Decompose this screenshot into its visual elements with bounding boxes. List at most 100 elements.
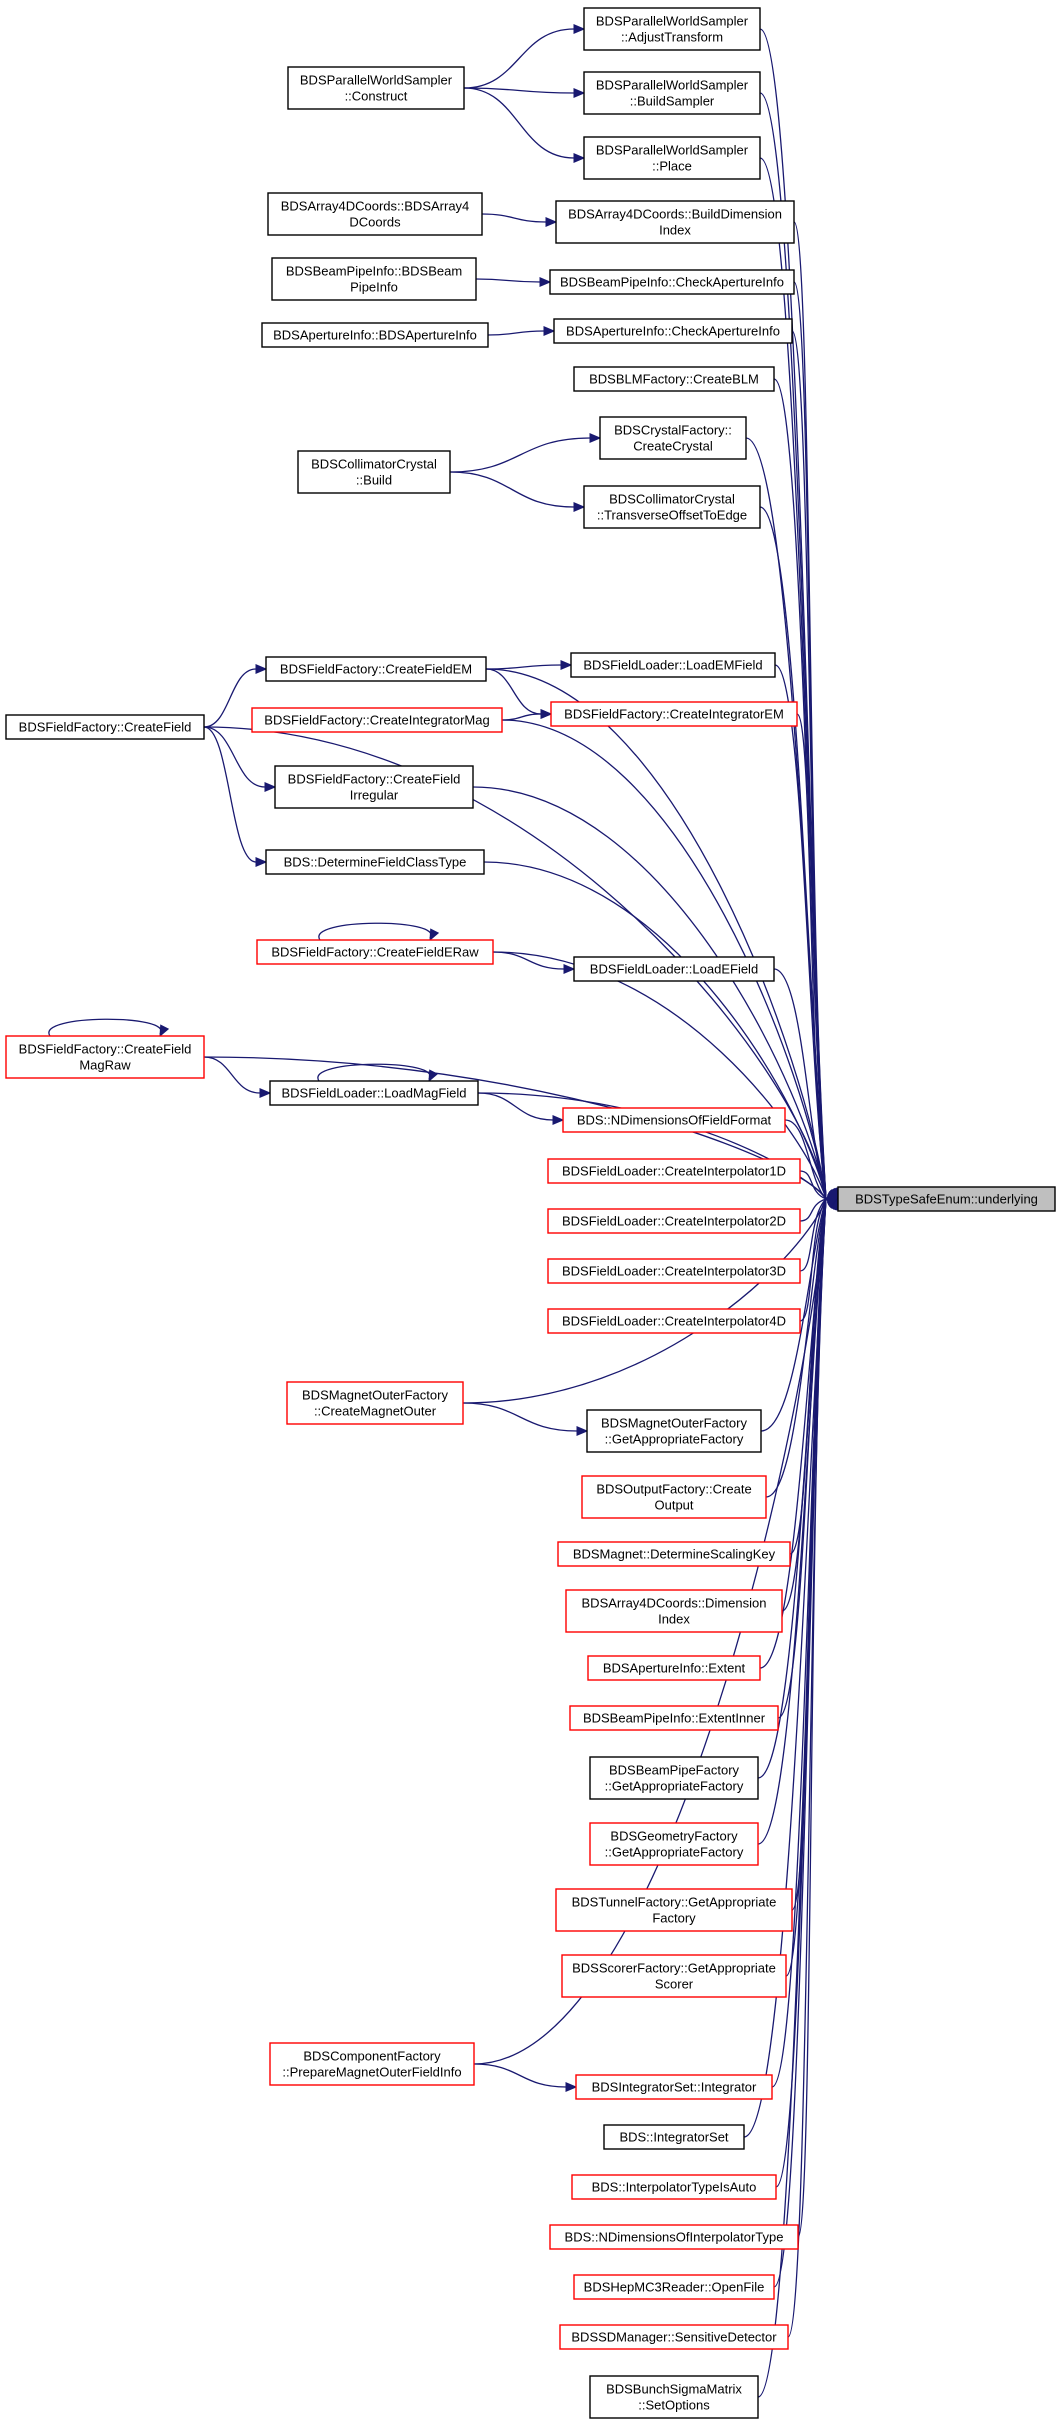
graph-node-interp3d[interactable]: BDSFieldLoader::CreateInterpolator3D	[547, 1258, 801, 1284]
edge-createferaw-to-createferaw-arrow	[429, 928, 440, 942]
graph-node-mof_get[interactable]: BDSMagnetOuterFactory::GetAppropriateFac…	[586, 1409, 762, 1453]
node-label: ::GetAppropriateFactory	[605, 1432, 744, 1447]
graph-node-scaling[interactable]: BDSMagnet::DetermineScalingKey	[557, 1541, 791, 1567]
node-box	[555, 200, 795, 244]
edge-loadmagfield-to-root	[477, 1092, 827, 1200]
node-label: BDSFieldLoader::CreateInterpolator3D	[562, 1264, 786, 1279]
graph-node-ndim_interp[interactable]: BDS::NDimensionsOfInterpolatorType	[549, 2224, 799, 2250]
node-label: BDSBunchSigmaMatrix	[606, 2382, 742, 2397]
node-box	[565, 1589, 783, 1633]
node-label: BDSApertureInfo::BDSApertureInfo	[273, 328, 477, 343]
edge-bpi_ctor-to-bpi_check	[475, 278, 541, 283]
edge-api_ctor-to-api_check-arrow	[543, 326, 556, 336]
graph-node-pws_construct[interactable]: BDSParallelWorldSampler::Construct	[287, 66, 465, 110]
node-box	[587, 1655, 761, 1681]
graph-node-compfac[interactable]: BDSComponentFactory::PrepareMagnetOuterF…	[269, 2042, 475, 2086]
node-label: ::GetAppropriateFactory	[605, 1845, 744, 1860]
node-box	[271, 257, 477, 301]
graph-node-createferaw[interactable]: BDSFieldFactory::CreateFieldERaw	[256, 939, 494, 965]
edge-pws_construct-to-pws_adjust	[463, 28, 575, 89]
graph-node-bsm[interactable]: BDSBunchSigmaMatrix::SetOptions	[589, 2375, 759, 2419]
node-box	[559, 2324, 789, 2350]
graph-node-loadefield[interactable]: BDSFieldLoader::LoadEField	[573, 956, 775, 982]
graph-node-blm[interactable]: BDSBLMFactory::CreateBLM	[573, 366, 775, 392]
node-label: BDSArray4DCoords::BuildDimension	[568, 207, 782, 222]
node-box	[583, 485, 761, 529]
node-label: BDSSDManager::SensitiveDetector	[571, 2330, 777, 2345]
graph-node-pws_adjust[interactable]: BDSParallelWorldSampler::AdjustTransform	[583, 7, 761, 51]
node-box	[573, 2274, 775, 2300]
node-label: Index	[659, 223, 691, 238]
node-label: BDSMagnet::DetermineScalingKey	[573, 1547, 776, 1562]
graph-node-a4d_ctor[interactable]: BDSArray4DCoords::BDSArray4DCoords	[267, 192, 483, 236]
graph-node-api_check[interactable]: BDSApertureInfo::CheckApertureInfo	[553, 318, 793, 344]
node-label: BDSFieldLoader::LoadMagField	[282, 1086, 467, 1101]
node-label: ::SetOptions	[638, 2398, 710, 2413]
edge-createintmag-to-createintem-arrow	[540, 709, 553, 719]
graph-node-coll_trans[interactable]: BDSCollimatorCrystal::TransverseOffsetTo…	[583, 485, 761, 529]
node-box	[5, 714, 205, 740]
edge-interp1d-to-root	[799, 1170, 827, 1200]
graph-node-api_extent[interactable]: BDSApertureInfo::Extent	[587, 1655, 761, 1681]
edge-createfield-to-createfieldem	[203, 668, 257, 728]
graph-node-hepmc[interactable]: BDSHepMC3Reader::OpenFile	[573, 2274, 775, 2300]
graph-node-geo_get[interactable]: BDSGeometryFactory::GetAppropriateFactor…	[589, 1822, 759, 1866]
node-box	[575, 2074, 773, 2100]
edge-coll_build-to-coll_trans	[449, 471, 575, 508]
node-label: BDSFieldFactory::CreateIntegratorMag	[264, 713, 489, 728]
graph-node-createintem[interactable]: BDSFieldFactory::CreateIntegratorEM	[550, 701, 798, 727]
edge-compfac-to-intset_int	[473, 2063, 567, 2088]
graph-node-intset[interactable]: BDS::IntegratorSet	[603, 2124, 745, 2150]
edge-determine-to-root	[483, 861, 827, 1200]
node-box	[837, 1186, 1056, 1212]
graph-node-createintmag[interactable]: BDSFieldFactory::CreateIntegratorMag	[251, 707, 503, 733]
graph-node-determine[interactable]: BDS::DetermineFieldClassType	[265, 849, 485, 875]
graph-node-api_ctor[interactable]: BDSApertureInfo::BDSApertureInfo	[261, 322, 489, 348]
graph-node-interp_auto[interactable]: BDS::InterpolatorTypeIsAuto	[571, 2174, 777, 2200]
node-box	[265, 849, 485, 875]
graph-node-createfield[interactable]: BDSFieldFactory::CreateField	[5, 714, 205, 740]
graph-node-coll_build[interactable]: BDSCollimatorCrystal::Build	[297, 450, 451, 494]
edge-coll_build-to-crystal-arrow	[589, 433, 602, 443]
node-label: BDSMagnetOuterFactory	[601, 1416, 747, 1431]
graph-node-intset_int[interactable]: BDSIntegratorSet::Integrator	[575, 2074, 773, 2100]
graph-node-bpi_extent[interactable]: BDSBeamPipeInfo::ExtentInner	[569, 1705, 779, 1731]
edge-blm-to-root	[773, 378, 827, 1200]
graph-node-interp1d[interactable]: BDSFieldLoader::CreateInterpolator1D	[547, 1158, 801, 1184]
edge-createfield-to-createfieldem-arrow	[255, 664, 268, 674]
graph-node-ndimff[interactable]: BDS::NDimensionsOfFieldFormat	[562, 1107, 786, 1133]
edge-pws_construct-to-pws_build-arrow	[573, 88, 586, 98]
graph-node-crystal[interactable]: BDSCrystalFactory::CreateCrystal	[599, 416, 747, 460]
graph-node-loadmagfield[interactable]: BDSFieldLoader::LoadMagField	[269, 1080, 479, 1106]
graph-node-pws_place[interactable]: BDSParallelWorldSampler::Place	[583, 136, 761, 180]
node-box	[570, 652, 776, 678]
graph-node-createfieldem[interactable]: BDSFieldFactory::CreateFieldEM	[265, 656, 487, 682]
edge-createfieldem-to-root	[485, 668, 827, 1200]
node-label: BDSScorerFactory::GetAppropriate	[572, 1961, 776, 1976]
graph-node-pws_build[interactable]: BDSParallelWorldSampler::BuildSampler	[583, 71, 761, 115]
node-label: ::AdjustTransform	[621, 30, 723, 45]
node-label: BDSFieldLoader::CreateInterpolator4D	[562, 1314, 786, 1329]
edge-mof_create-to-mof_get-arrow	[576, 1426, 589, 1436]
graph-node-interp2d[interactable]: BDSFieldLoader::CreateInterpolator2D	[547, 1208, 801, 1234]
node-box	[561, 1954, 787, 1998]
graph-node-tunnel_get[interactable]: BDSTunnelFactory::GetAppropriateFactory	[555, 1888, 793, 1932]
graph-node-bpi_check[interactable]: BDSBeamPipeInfo::CheckApertureInfo	[549, 269, 795, 295]
root-node[interactable]: BDSTypeSafeEnum::underlying	[837, 1186, 1056, 1212]
node-label: ::GetAppropriateFactory	[605, 1779, 744, 1794]
graph-node-mof_create[interactable]: BDSMagnetOuterFactory::CreateMagnetOuter	[286, 1381, 464, 1425]
graph-node-loademfield[interactable]: BDSFieldLoader::LoadEMField	[570, 652, 776, 678]
graph-node-bpf_get[interactable]: BDSBeamPipeFactory::GetAppropriateFactor…	[589, 1756, 759, 1800]
edge-api_ctor-to-api_check	[487, 330, 545, 336]
node-label: BDSFieldLoader::LoadEField	[590, 962, 758, 977]
graph-node-bpi_ctor[interactable]: BDSBeamPipeInfo::BDSBeamPipeInfo	[271, 257, 477, 301]
graph-node-interp4d[interactable]: BDSFieldLoader::CreateInterpolator4D	[547, 1308, 801, 1334]
graph-node-sdman[interactable]: BDSSDManager::SensitiveDetector	[559, 2324, 789, 2350]
edge-a4d_ctor-to-a4d_build	[481, 213, 547, 223]
